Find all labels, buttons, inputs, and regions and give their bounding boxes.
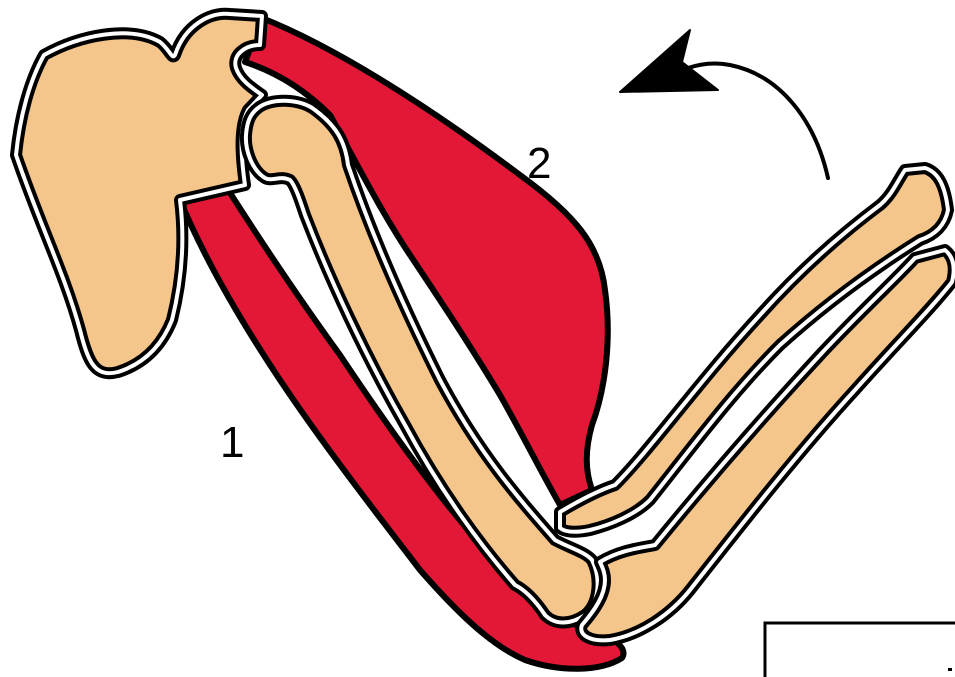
scapula [16,14,262,373]
label-muscle-1: 1 [220,418,244,467]
motion-arrow-shaft [688,64,828,178]
partial-frame [765,623,955,677]
label-muscle-2: 2 [527,139,551,188]
partial-frame-mark [948,668,952,671]
motion-arrow-head [620,30,718,92]
